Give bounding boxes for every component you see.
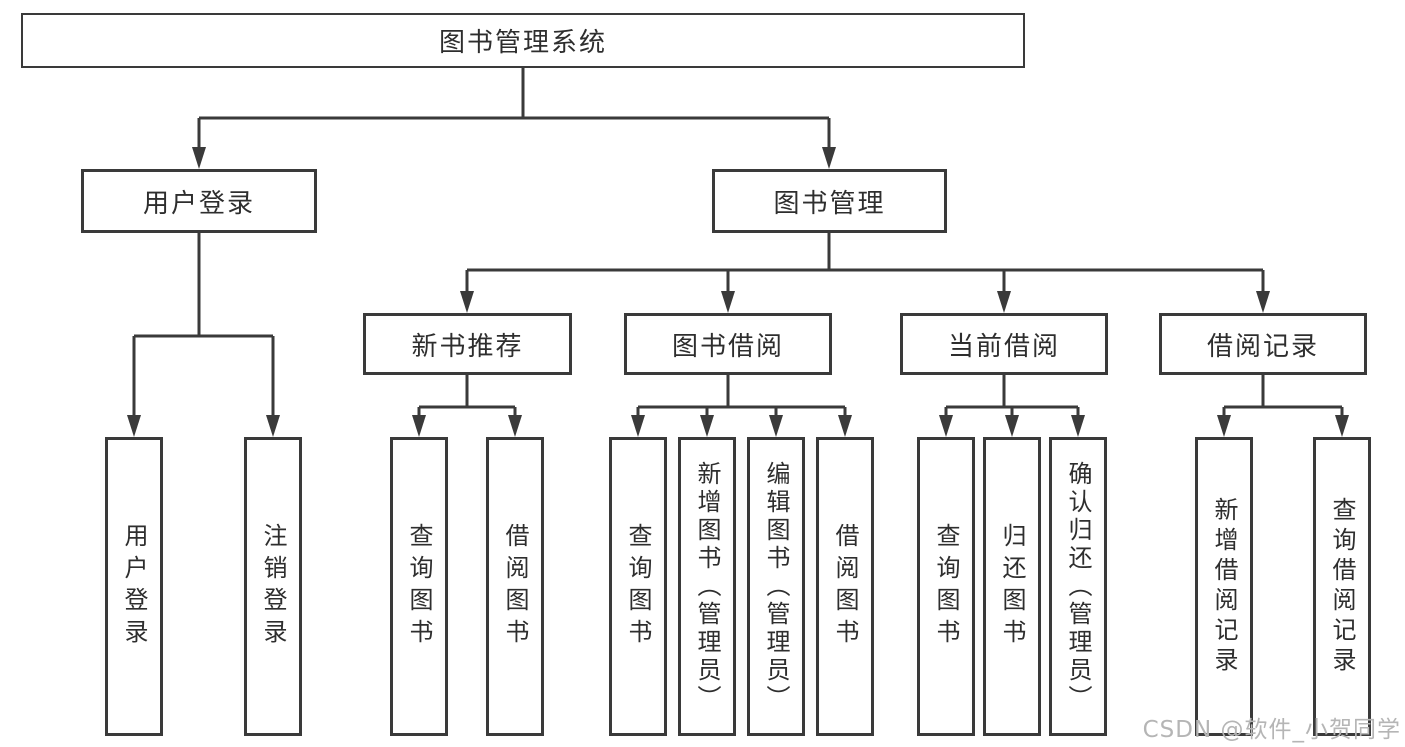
- node-leaf-add-books-admin: 新增图书（管理员）: [678, 437, 736, 736]
- connector-user-login-children: [127, 233, 280, 437]
- arrowhead: [1335, 415, 1349, 437]
- node-leaf-borrow-books-recommend: 借阅图书: [486, 437, 544, 736]
- node-book-borrowing-label: 图书借阅: [671, 331, 784, 362]
- node-new-book-recommendation: 新书推荐: [363, 313, 572, 375]
- node-leaf-search-borrow-record-label: 查询借阅记录: [1328, 496, 1356, 677]
- node-leaf-logout: 注销登录: [244, 437, 302, 736]
- node-leaf-add-borrow-record-label: 新增借阅记录: [1210, 496, 1238, 677]
- connector-book-management-children: [460, 233, 1270, 313]
- arrowhead: [1071, 415, 1085, 437]
- node-leaf-search-books-current: 查询图书: [917, 437, 975, 736]
- node-current-borrowing: 当前借阅: [900, 313, 1108, 375]
- node-leaf-user-login: 用户登录: [105, 437, 163, 736]
- node-new-book-recommendation-label: 新书推荐: [411, 331, 524, 362]
- node-leaf-search-books-current-label: 查询图书: [932, 522, 960, 651]
- node-book-borrowing: 图书借阅: [624, 313, 832, 375]
- node-leaf-add-borrow-record: 新增借阅记录: [1195, 437, 1253, 736]
- node-user-login: 用户登录: [81, 169, 317, 233]
- arrowhead: [631, 415, 645, 437]
- node-user-login-label: 用户登录: [142, 188, 255, 219]
- node-leaf-confirm-return-admin: 确认归还（管理员）: [1049, 437, 1107, 736]
- arrowhead: [266, 415, 280, 437]
- connector-new-book-recommendation-children: [412, 375, 522, 437]
- connector-book-borrowing-children: [631, 375, 852, 437]
- arrowhead: [412, 415, 426, 437]
- node-leaf-return-books-label: 归还图书: [998, 522, 1026, 651]
- arrowhead: [822, 147, 836, 169]
- arrowhead: [508, 415, 522, 437]
- node-leaf-search-books-recommend-label: 查询图书: [405, 522, 433, 651]
- node-leaf-search-borrow-record: 查询借阅记录: [1313, 437, 1371, 736]
- node-book-management: 图书管理: [712, 169, 947, 233]
- node-book-management-label: 图书管理: [773, 188, 886, 219]
- node-leaf-borrow-books-recommend-label: 借阅图书: [501, 522, 529, 651]
- node-leaf-return-books: 归还图书: [983, 437, 1041, 736]
- node-leaf-search-books-borrow: 查询图书: [609, 437, 667, 736]
- arrowhead: [721, 291, 735, 313]
- node-leaf-logout-label: 注销登录: [259, 522, 287, 651]
- node-leaf-user-login-label: 用户登录: [120, 522, 148, 651]
- arrowhead: [1256, 291, 1270, 313]
- arrowhead: [192, 147, 206, 169]
- arrowhead: [460, 291, 474, 313]
- arrowhead: [1005, 415, 1019, 437]
- node-leaf-search-books-recommend: 查询图书: [390, 437, 448, 736]
- node-leaf-confirm-return-admin-label: 确认归还（管理员）: [1064, 460, 1092, 713]
- node-leaf-edit-books-admin-label: 编辑图书（管理员）: [762, 460, 790, 713]
- node-root-label: 图书管理系统: [438, 28, 607, 58]
- arrowhead: [939, 415, 953, 437]
- node-borrowing-records-label: 借阅记录: [1206, 331, 1319, 362]
- connector-root-to-level2: [192, 68, 836, 169]
- csdn-watermark: CSDN @软件_小贺同学: [1142, 717, 1401, 743]
- arrowhead: [997, 291, 1011, 313]
- arrowhead: [769, 415, 783, 437]
- node-leaf-edit-books-admin: 编辑图书（管理员）: [747, 437, 805, 736]
- node-borrowing-records: 借阅记录: [1159, 313, 1367, 375]
- node-root: 图书管理系统: [21, 13, 1025, 68]
- connector-current-borrowing-children: [939, 375, 1085, 437]
- node-leaf-add-books-admin-label: 新增图书（管理员）: [693, 460, 721, 713]
- node-leaf-borrow-books: 借阅图书: [816, 437, 874, 736]
- arrowhead: [700, 415, 714, 437]
- node-current-borrowing-label: 当前借阅: [947, 331, 1060, 362]
- arrowhead: [127, 415, 141, 437]
- arrowhead: [838, 415, 852, 437]
- arrowhead: [1217, 415, 1231, 437]
- node-leaf-search-books-borrow-label: 查询图书: [624, 522, 652, 651]
- connector-borrowing-records-children: [1217, 375, 1349, 437]
- node-leaf-borrow-books-label: 借阅图书: [831, 522, 859, 651]
